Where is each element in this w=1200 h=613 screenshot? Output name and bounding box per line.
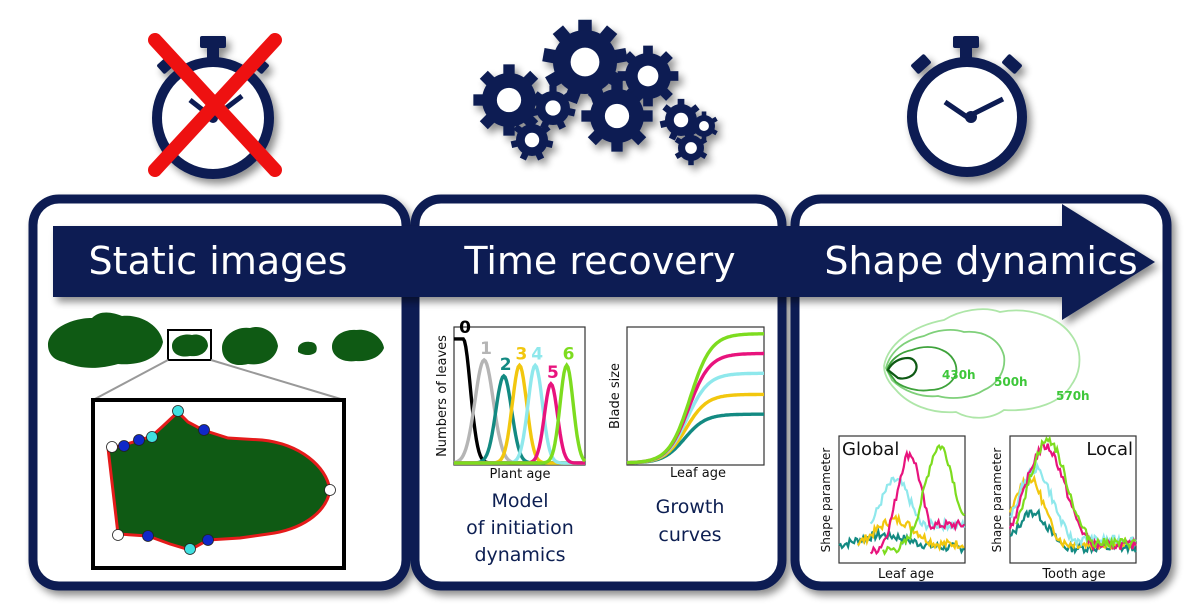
global-curves bbox=[838, 443, 966, 556]
initiation-curve-label: 6 bbox=[563, 344, 575, 364]
landmark-dot bbox=[142, 530, 154, 542]
landmark-points bbox=[106, 405, 336, 555]
banner-shape-label: Shape dynamics bbox=[824, 239, 1137, 283]
stopwatch-icon bbox=[907, 36, 1027, 177]
timeline-arrow bbox=[53, 204, 1155, 320]
contour-labels: 430h 500h 570h bbox=[942, 368, 1090, 403]
initiation-curve-label: 0 bbox=[459, 318, 471, 338]
shape-parameter-curve bbox=[882, 443, 966, 556]
red-cross-icon bbox=[148, 33, 282, 177]
gear-icon bbox=[510, 118, 554, 161]
global-plot-xlabel: Leaf age bbox=[878, 567, 934, 582]
initiation-curve bbox=[454, 362, 587, 465]
landmark-dot bbox=[106, 441, 118, 453]
growth-plot-xlabel: Leaf age bbox=[670, 466, 726, 481]
gear-icon bbox=[530, 85, 576, 130]
landmark-dot bbox=[118, 440, 130, 452]
initiation-curve-label: 2 bbox=[500, 355, 512, 375]
gear-icon bbox=[674, 130, 708, 166]
initiation-plot-ylabel: Numbers of leaves bbox=[435, 335, 450, 457]
local-curves bbox=[1008, 435, 1137, 555]
zoom-line-left bbox=[92, 359, 169, 401]
contour-label: 570h bbox=[1056, 389, 1090, 403]
contour-570h bbox=[883, 308, 1081, 419]
leaf-shape bbox=[48, 312, 163, 368]
local-plot-title: Local bbox=[1086, 439, 1133, 460]
local-plot-xlabel: Tooth age bbox=[1041, 567, 1105, 582]
leaf-contours bbox=[883, 308, 1081, 419]
growth-plot-ylabel: Blade size bbox=[608, 363, 623, 429]
growth-curve bbox=[626, 332, 764, 465]
growth-caption: Growth curves bbox=[656, 496, 725, 546]
initiation-curve-label: 5 bbox=[547, 363, 559, 383]
gear-icon bbox=[581, 80, 653, 152]
landmark-dot bbox=[184, 543, 196, 555]
gear-icon bbox=[617, 45, 679, 107]
growth-caption-line: curves bbox=[658, 524, 721, 546]
contour-label: 430h bbox=[942, 368, 976, 382]
leaf-shape bbox=[332, 329, 384, 362]
zoom-line-right bbox=[210, 359, 345, 401]
initiation-plot-xlabel: Plant age bbox=[489, 467, 550, 482]
landmark-dot bbox=[112, 529, 124, 541]
landmark-dot bbox=[133, 434, 145, 446]
global-plot-ylabel: Shape parameter bbox=[819, 448, 833, 553]
growth-plot: Blade size Leaf age bbox=[608, 326, 765, 481]
initiation-curve-label: 3 bbox=[516, 344, 528, 364]
landmark-dot bbox=[324, 484, 336, 496]
landmark-dot bbox=[172, 405, 184, 417]
contour-label: 500h bbox=[994, 375, 1028, 389]
landmark-dot bbox=[146, 431, 158, 443]
initiation-caption-line: Model bbox=[491, 490, 548, 512]
initiation-caption-line: dynamics bbox=[474, 544, 565, 566]
gears-icon bbox=[473, 19, 718, 166]
zoom-box bbox=[167, 329, 212, 361]
initiation-caption-line: of initiation bbox=[466, 517, 574, 539]
shape-parameter-curve bbox=[1009, 461, 1137, 549]
leaf-shape bbox=[298, 341, 317, 355]
shape-parameter-curve bbox=[869, 449, 966, 556]
banner-static-label: Static images bbox=[89, 239, 348, 283]
gear-icon bbox=[690, 111, 718, 141]
growth-curves bbox=[626, 332, 764, 465]
global-plot-title: Global bbox=[842, 439, 899, 460]
leaf-shape bbox=[222, 326, 278, 366]
initiation-curve-label: 4 bbox=[531, 344, 543, 364]
contour-430h bbox=[886, 346, 958, 392]
local-plot-ylabel: Shape parameter bbox=[990, 448, 1004, 553]
landmark-dot bbox=[202, 534, 214, 546]
initiation-curve-label: 1 bbox=[480, 339, 492, 359]
global-plot: Global Shape parameter Leaf age bbox=[819, 435, 966, 582]
initiation-caption: Model of initiation dynamics bbox=[466, 490, 574, 566]
landmark-dot bbox=[198, 424, 210, 436]
growth-caption-line: Growth bbox=[656, 496, 725, 518]
local-plot: Local Shape parameter Tooth age bbox=[990, 435, 1137, 582]
shape-parameter-curve bbox=[1015, 435, 1137, 550]
leaf-row bbox=[48, 312, 384, 368]
banner-time-label: Time recovery bbox=[463, 239, 735, 283]
contour-500h bbox=[885, 329, 1006, 399]
leaf-shape bbox=[172, 334, 208, 357]
contour-early bbox=[886, 356, 918, 380]
